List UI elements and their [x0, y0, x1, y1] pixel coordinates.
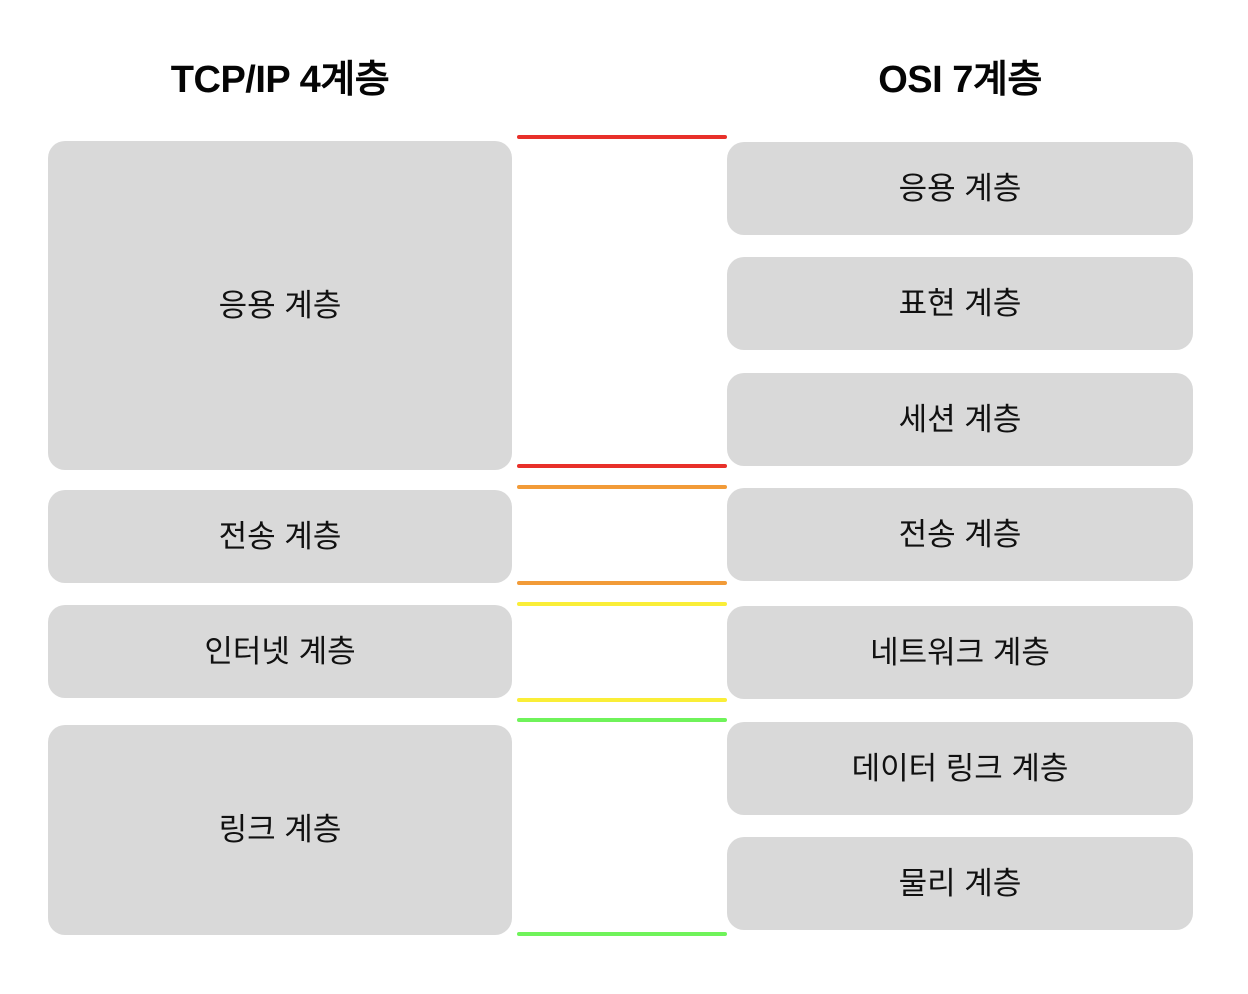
tcpip-layer-link-label: 링크 계층 — [218, 812, 342, 848]
osi-layer-data-link: 데이터 링크 계층 — [727, 722, 1193, 815]
tcpip-layer-application: 응용 계층 — [48, 141, 512, 470]
osi-layer-application: 응용 계층 — [727, 142, 1193, 235]
osi-layer-network-label: 네트워크 계층 — [870, 634, 1050, 670]
osi-layer-physical: 물리 계층 — [727, 837, 1193, 930]
osi-column-title: OSI 7계층 — [878, 59, 1042, 101]
tcpip-layer-application-label: 응용 계층 — [218, 287, 342, 323]
connector-line-internet-top — [517, 602, 727, 606]
tcpip-layer-transport: 전송 계층 — [48, 490, 512, 583]
osi-layer-presentation: 표현 계층 — [727, 257, 1193, 350]
tcpip-layer-transport-label: 전송 계층 — [218, 518, 342, 554]
connector-line-transport-bottom — [517, 581, 727, 585]
osi-layer-transport-label: 전송 계층 — [898, 516, 1022, 552]
connector-line-transport-top — [517, 485, 727, 489]
osi-layer-presentation-label: 표현 계층 — [898, 285, 1022, 321]
tcpip-layer-internet: 인터넷 계층 — [48, 605, 512, 698]
osi-layer-data-link-label: 데이터 링크 계층 — [851, 750, 1069, 786]
tcpip-column-title: TCP/IP 4계층 — [170, 59, 390, 101]
osi-layer-physical-label: 물리 계층 — [898, 865, 1022, 901]
osi-layer-network: 네트워크 계층 — [727, 606, 1193, 699]
connector-line-application-top — [517, 135, 727, 139]
osi-layer-session-label: 세션 계층 — [898, 401, 1022, 437]
tcpip-layer-internet-label: 인터넷 계층 — [204, 633, 356, 669]
connector-line-internet-bottom — [517, 698, 727, 702]
connector-line-link-bottom — [517, 932, 727, 936]
connector-line-link-top — [517, 718, 727, 722]
osi-layer-application-label: 응용 계층 — [898, 170, 1022, 206]
connector-line-application-bottom — [517, 464, 727, 468]
osi-layer-transport: 전송 계층 — [727, 488, 1193, 581]
tcpip-layer-link: 링크 계층 — [48, 725, 512, 935]
osi-layer-session: 세션 계층 — [727, 373, 1193, 466]
